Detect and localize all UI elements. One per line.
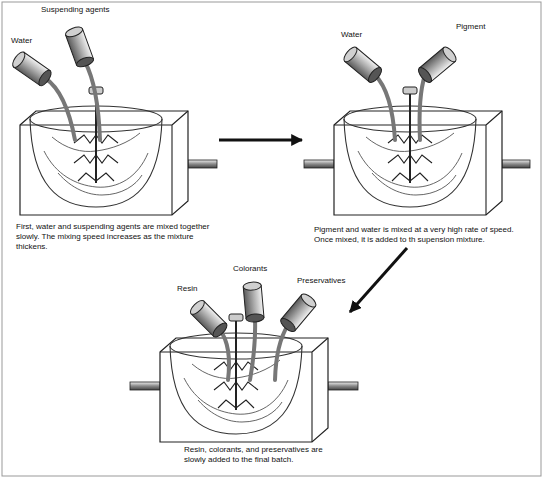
- step-arrow: [350, 248, 407, 312]
- pouring-can: [279, 292, 319, 334]
- pour-stream: [275, 325, 288, 380]
- step-caption: First, water and suspending agents are m…: [16, 222, 211, 252]
- ingredient-label: Suspending agents: [40, 5, 111, 15]
- can: [188, 298, 229, 339]
- pouring-can: [10, 50, 53, 88]
- step-caption: Resin, colorants, and preservatives are …: [184, 445, 334, 465]
- pouring-can: [188, 298, 229, 339]
- pouring-can: [342, 45, 384, 85]
- can: [64, 25, 95, 69]
- pour-stream: [375, 75, 395, 140]
- pour-stream: [85, 62, 100, 140]
- mixing-tank: [20, 87, 188, 215]
- pour-stream: [220, 330, 229, 380]
- ingredient-label: Water: [340, 30, 363, 40]
- rod: [502, 160, 530, 168]
- pouring-can: [243, 281, 264, 322]
- rod: [188, 160, 217, 168]
- frame: [2, 2, 541, 476]
- rod: [328, 382, 358, 390]
- ingredient-label: Preservatives: [296, 276, 346, 286]
- mixing-step: Resin, colorants, and preservatives are …: [128, 312, 360, 468]
- mixing-step: First, water and suspending agents are m…: [12, 85, 219, 255]
- step-caption: Pigment and water is mixed at a very hig…: [314, 225, 514, 245]
- rod: [130, 382, 160, 390]
- step-arrow: [219, 139, 302, 142]
- ingredient-label: Colorants: [232, 264, 268, 274]
- pour-stream: [420, 75, 425, 140]
- pouring-can: [416, 45, 458, 85]
- can: [279, 292, 319, 334]
- ingredient-label: Resin: [176, 284, 198, 294]
- pour-streams: [45, 62, 425, 380]
- pouring-can: [64, 25, 95, 69]
- can: [243, 281, 264, 322]
- ingredient-label: Pigment: [455, 22, 486, 32]
- can: [10, 50, 53, 88]
- can: [416, 45, 458, 85]
- mixing-step: Pigment and water is mixed at a very hig…: [302, 85, 532, 248]
- ingredient-label: Water: [10, 36, 33, 46]
- mixing-tank: [160, 314, 328, 442]
- can: [342, 45, 384, 85]
- pour-stream: [45, 78, 75, 140]
- pour-stream: [250, 318, 255, 380]
- rod: [304, 160, 334, 168]
